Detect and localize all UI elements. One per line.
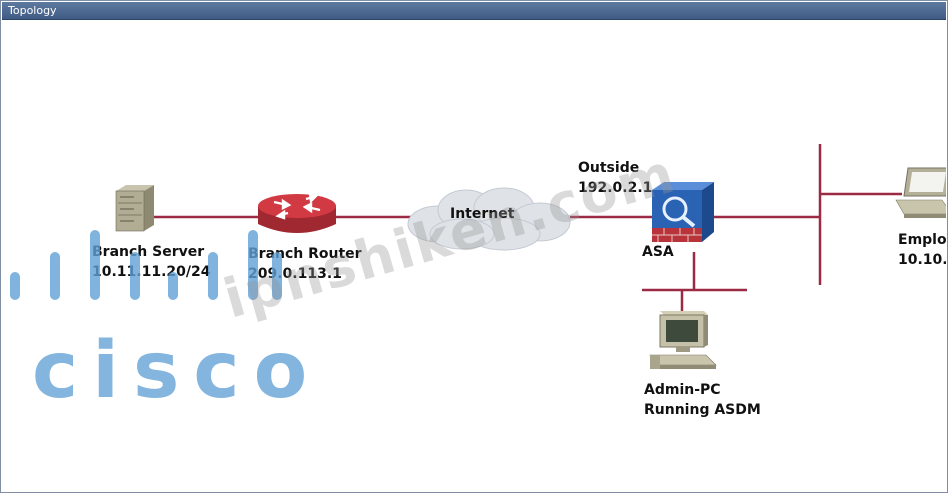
branch-router-ip: 209.0.113.1 — [248, 266, 342, 282]
cisco-logo-bars — [10, 230, 282, 300]
firewall-icon — [652, 182, 714, 242]
admin-pc-line2: Running ASDM — [644, 402, 761, 418]
server-icon — [115, 185, 154, 232]
asa-outside-ip: 192.0.2.1 — [578, 180, 653, 196]
topology-canvas: Internet — [2, 20, 946, 491]
cisco-logo-word: cisco — [32, 326, 322, 416]
admin-pc-icon — [649, 311, 717, 369]
employee-ip: 10.10. — [898, 252, 946, 268]
cloud-icon — [407, 187, 571, 251]
branch-server-name: Branch Server — [92, 244, 205, 260]
link-lines — [154, 144, 902, 312]
window-titlebar: Topology — [2, 2, 946, 20]
branch-server-ip: 10.11.11.20/24 — [92, 264, 211, 280]
asa-name: ASA — [642, 244, 674, 260]
admin-pc-line1: Admin-PC — [644, 382, 721, 398]
internet-label: Internet — [450, 206, 515, 222]
router-icon — [258, 192, 336, 233]
laptop-icon — [895, 167, 946, 218]
employee-name: Emplo — [898, 232, 946, 248]
asa-outside-label: Outside — [578, 160, 640, 176]
window-title: Topology — [8, 4, 57, 17]
